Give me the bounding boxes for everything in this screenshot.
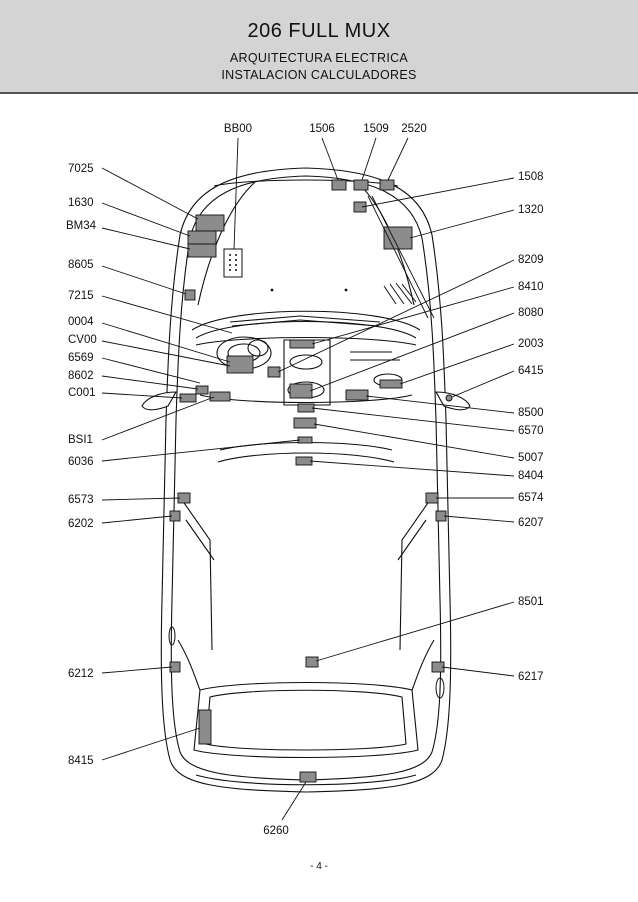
page-subtitle-architecture: ARQUITECTURA ELECTRICA [229, 51, 409, 65]
label-7025: 7025 [68, 163, 94, 175]
module-8415 [198, 709, 212, 745]
label-6202: 6202 [68, 518, 94, 530]
label-BB00: BB00 [224, 123, 252, 135]
label-BSI1: BSI1 [68, 434, 93, 446]
label-1320: 1320 [518, 204, 544, 216]
right-rear-light [435, 677, 445, 699]
module-C001 [179, 393, 197, 403]
label-6415: 6415 [518, 365, 544, 377]
module-1506 [331, 179, 347, 191]
label-1508: 1508 [518, 171, 544, 183]
left-mirror [141, 391, 177, 411]
label-1630: 1630 [68, 197, 94, 209]
label-8605: 8605 [68, 259, 94, 271]
label-6569: 6569 [68, 352, 94, 364]
module-8605 [184, 289, 196, 301]
module-8080 [289, 383, 313, 399]
module-8209 [267, 366, 281, 378]
label-6570: 6570 [518, 425, 544, 437]
left-rear-light [168, 626, 176, 646]
module-5007 [293, 417, 317, 429]
label-6212: 6212 [68, 668, 94, 680]
module-BM34 [187, 243, 217, 258]
label-2520: 2520 [401, 123, 427, 135]
label-CV00: CV00 [68, 334, 97, 346]
page-header: 206 FULL MUX ARQUITECTURA ELECTRICA INST… [0, 0, 638, 94]
module-6260 [299, 771, 317, 783]
car-body-outline [160, 167, 452, 793]
label-8080: 8080 [518, 307, 544, 319]
label-8500: 8500 [518, 407, 544, 419]
module-2520 [379, 179, 395, 191]
module-CV00 [226, 355, 254, 374]
bonnet-marker-left [270, 288, 274, 292]
module-8410 [289, 339, 315, 349]
page-subtitle-installation: INSTALACION CALCULADORES [221, 68, 417, 82]
label-6217: 6217 [518, 671, 544, 683]
label-8501: 8501 [518, 596, 544, 608]
module-1508 [353, 201, 367, 213]
label-8410: 8410 [518, 281, 544, 293]
label-8415: 8415 [68, 755, 94, 767]
leader-lines [101, 137, 515, 821]
module-6570 [297, 403, 315, 413]
label-1506: 1506 [309, 123, 335, 135]
label-6207: 6207 [518, 517, 544, 529]
module-7025 [195, 214, 225, 232]
label-8602: 8602 [68, 370, 94, 382]
label-6574: 6574 [518, 492, 544, 504]
module-8500 [345, 389, 369, 401]
module-BB00 [223, 248, 243, 278]
module-8501 [305, 656, 319, 668]
label-BM34: BM34 [66, 220, 97, 232]
module-BB00-terminals [229, 254, 237, 271]
module-1630 [187, 230, 217, 245]
bonnet-marker-right [344, 288, 348, 292]
label-1509: 1509 [363, 123, 389, 135]
label-6573: 6573 [68, 494, 94, 506]
label-8209: 8209 [518, 254, 544, 266]
label-8404: 8404 [518, 470, 544, 482]
module-8602 [195, 385, 209, 395]
page-number: - 4 - [310, 861, 328, 872]
label-6036: 6036 [68, 456, 94, 468]
label-0004: 0004 [68, 316, 94, 328]
label-C001: C001 [68, 387, 96, 399]
label-6260: 6260 [263, 825, 289, 837]
cowl-vents [383, 282, 417, 305]
module-6036 [297, 436, 313, 444]
module-1509 [353, 179, 369, 191]
page-title: 206 FULL MUX [247, 20, 391, 42]
module-8404 [295, 456, 313, 466]
label-7215: 7215 [68, 290, 94, 302]
module-6415 [445, 394, 453, 402]
module-BSI1 [209, 391, 231, 402]
label-5007: 5007 [518, 452, 544, 464]
label-2003: 2003 [518, 338, 544, 350]
module-2003 [379, 379, 403, 389]
